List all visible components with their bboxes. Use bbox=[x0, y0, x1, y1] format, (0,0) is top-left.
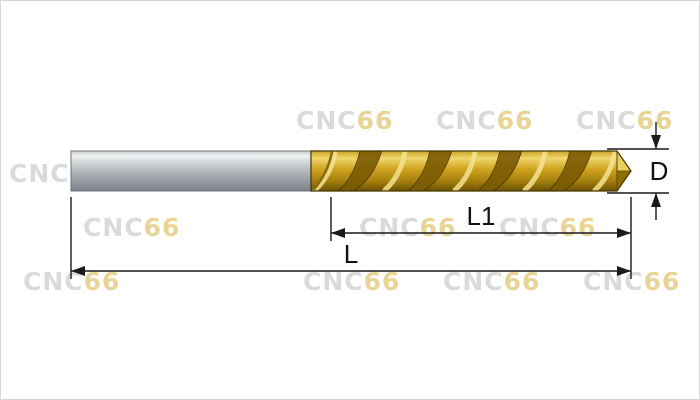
flute-body-outline bbox=[310, 150, 632, 192]
watermark-suffix: 66 bbox=[496, 106, 534, 135]
flute-band bbox=[545, 151, 593, 191]
watermark: CNC66 bbox=[576, 106, 673, 135]
watermark: CNC66 bbox=[83, 213, 180, 242]
flute-highlight bbox=[592, 151, 618, 191]
watermark: CNC66 bbox=[296, 106, 393, 135]
watermark-suffix: 66 bbox=[636, 106, 674, 135]
dimension-lines bbox=[70, 122, 669, 279]
flute-highlight bbox=[312, 151, 338, 191]
flute-band bbox=[475, 151, 523, 191]
watermark-prefix: CNC bbox=[576, 106, 637, 135]
watermark-suffix: 66 bbox=[143, 213, 181, 242]
watermark-prefix: CNC bbox=[296, 106, 357, 135]
diameter-label: D bbox=[650, 156, 669, 186]
overall-length-label: L bbox=[344, 239, 358, 269]
flute-length-label: L1 bbox=[467, 201, 496, 231]
flute-runout bbox=[312, 151, 334, 191]
watermark-prefix: CNC bbox=[83, 213, 144, 242]
watermark-suffix: 66 bbox=[356, 106, 394, 135]
drill-flute-body bbox=[311, 151, 631, 191]
flute-highlight bbox=[452, 151, 478, 191]
watermark-prefix: CNC bbox=[436, 106, 497, 135]
watermark-prefix: CNC bbox=[9, 159, 70, 188]
flute-band bbox=[405, 151, 453, 191]
watermark: CNC66 bbox=[436, 106, 533, 135]
drill-shank bbox=[70, 150, 312, 192]
watermark-suffix: 66 bbox=[643, 267, 681, 296]
flute-highlight bbox=[522, 151, 548, 191]
flute-band bbox=[335, 151, 383, 191]
flute-highlight bbox=[382, 151, 408, 191]
